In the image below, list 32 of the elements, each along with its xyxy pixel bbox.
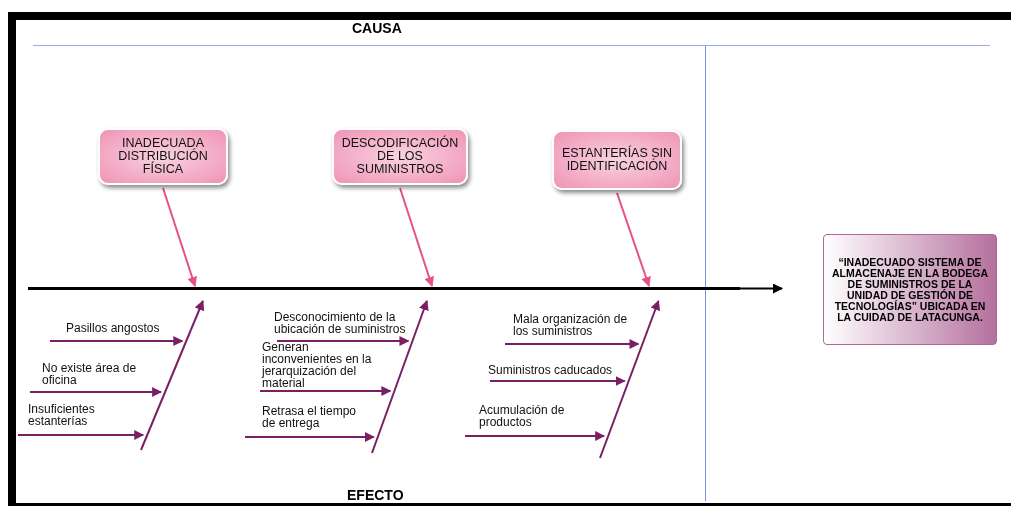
cause-box: DESCODIFICACIÓN DE LOS SUMINISTROS xyxy=(332,128,468,185)
arrow xyxy=(646,300,661,331)
effect-box: “INADECUADO SISTEMA DE ALMACENAJE EN LA BODEGA DE SUMINISTROS DE LA UNIDAD DE GESTIÓN DE TECNOLOGÍAS” UBICADA EN LA CUIDAD DE LATACUNGA. xyxy=(823,234,997,345)
arrow xyxy=(49,336,184,346)
cause-text: Pasillos angostos xyxy=(66,322,161,334)
spine-line xyxy=(28,287,740,290)
arrow xyxy=(189,300,205,331)
arrow xyxy=(489,376,626,386)
arrow xyxy=(739,283,783,294)
arrow xyxy=(464,431,606,441)
arrow xyxy=(259,386,392,396)
cause-text: Desconocimiento de la ubicación de suministros xyxy=(274,311,407,335)
cause-text: Acumulación de productos xyxy=(479,404,566,428)
arrow xyxy=(504,339,640,349)
cause-text: Generan inconvenientes en la jerarquización del material xyxy=(262,341,373,389)
arrow xyxy=(276,336,410,346)
arrow xyxy=(29,387,163,397)
cause-box: ESTANTERÍAS SIN IDENTIFICACIÓN xyxy=(552,130,682,190)
cause-text: Suministros caducados xyxy=(488,364,614,376)
arrow xyxy=(162,187,197,287)
cause-text: Insuficientes estanterías xyxy=(28,403,96,427)
cause-text: No existe área de oficina xyxy=(42,362,138,386)
arrow xyxy=(399,187,434,287)
cause-text: Mala organización de los suministros xyxy=(513,313,629,337)
section-heading: EFECTO xyxy=(347,487,404,503)
arrow xyxy=(244,432,375,442)
cause-box: INADECUADA DISTRIBUCIÓN FÍSICA xyxy=(98,128,228,185)
section-heading: CAUSA xyxy=(352,20,402,36)
arrow xyxy=(415,300,429,331)
arrow xyxy=(616,192,651,287)
arrow xyxy=(17,430,145,440)
cause-text: Retrasa el tiempo de entrega xyxy=(262,405,358,429)
